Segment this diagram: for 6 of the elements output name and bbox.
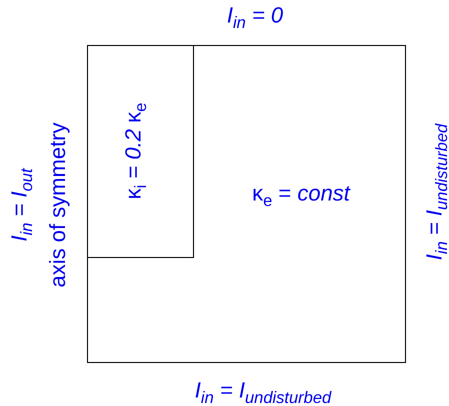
boundary-condition-label: I$_{in}$ = I$_{undisturbed}$: [194, 378, 332, 406]
region-box: [87, 45, 406, 363]
formula-text: κ$_{e}$ = const: [252, 182, 350, 210]
boundary-condition-label: I$_{in}$ = 0: [226, 4, 284, 32]
inclusion-box: [87, 45, 194, 258]
axis-label: axis of symmetry: [46, 122, 70, 288]
